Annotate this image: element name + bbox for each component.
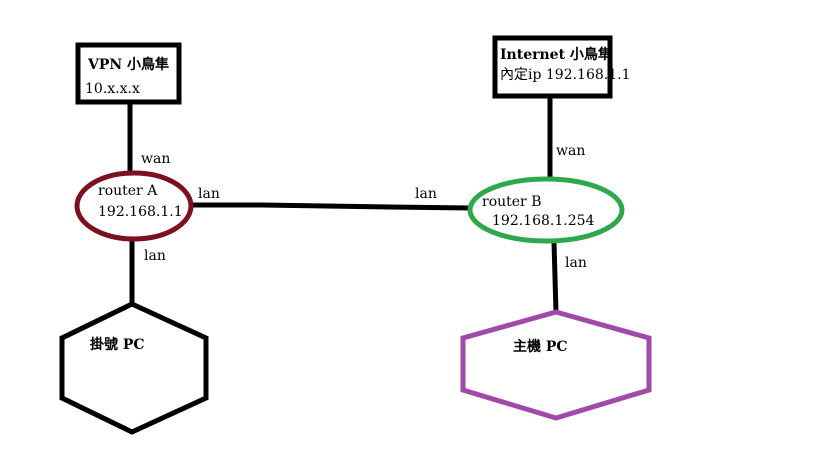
router-b-node: router B 192.168.1.254	[467, 176, 625, 244]
pc-right-node: 主機 PC	[460, 309, 652, 421]
lan-label-a-down: lan	[144, 248, 166, 264]
vpn-label: VPN 小鳥隼	[87, 56, 169, 73]
pc-left-hexagon	[59, 301, 209, 435]
lan-line-b-pc	[551, 241, 559, 313]
wan-label-a: wan	[141, 151, 170, 167]
router-a-ip: 192.168.1.1	[98, 204, 183, 220]
router-a-name: router A	[98, 183, 158, 199]
vpn-node: VPN 小鳥隼 10.x.x.x	[75, 42, 182, 105]
internet-node: Internet 小鳥隼 內定ip 192.168.1.1	[492, 35, 631, 99]
router-b-ip: 192.168.1.254	[492, 213, 595, 229]
router-a-node: router A 192.168.1.1	[74, 170, 194, 242]
vpn-box	[75, 42, 182, 105]
router-b-ellipse	[467, 176, 625, 244]
wan-label-b: wan	[556, 143, 585, 159]
pc-right-hexagon	[460, 309, 652, 421]
internet-label: Internet 小鳥隼	[500, 46, 612, 63]
lan-label-b-down: lan	[565, 255, 587, 271]
router-a-ellipse	[74, 170, 194, 242]
router-b-name: router B	[482, 194, 541, 210]
lan-label-a-right: lan	[198, 186, 220, 202]
pc-right-label: 主機 PC	[513, 338, 568, 355]
pc-left-label: 掛號 PC	[90, 336, 145, 353]
internet-ip: 內定ip 192.168.1.1	[500, 67, 631, 83]
vpn-ip: 10.x.x.x	[85, 81, 140, 97]
lan-link-a-b	[193, 202, 471, 211]
lan-label-b-left: lan	[415, 186, 437, 202]
internet-box	[492, 35, 613, 99]
pc-left-node: 掛號 PC	[59, 301, 209, 435]
